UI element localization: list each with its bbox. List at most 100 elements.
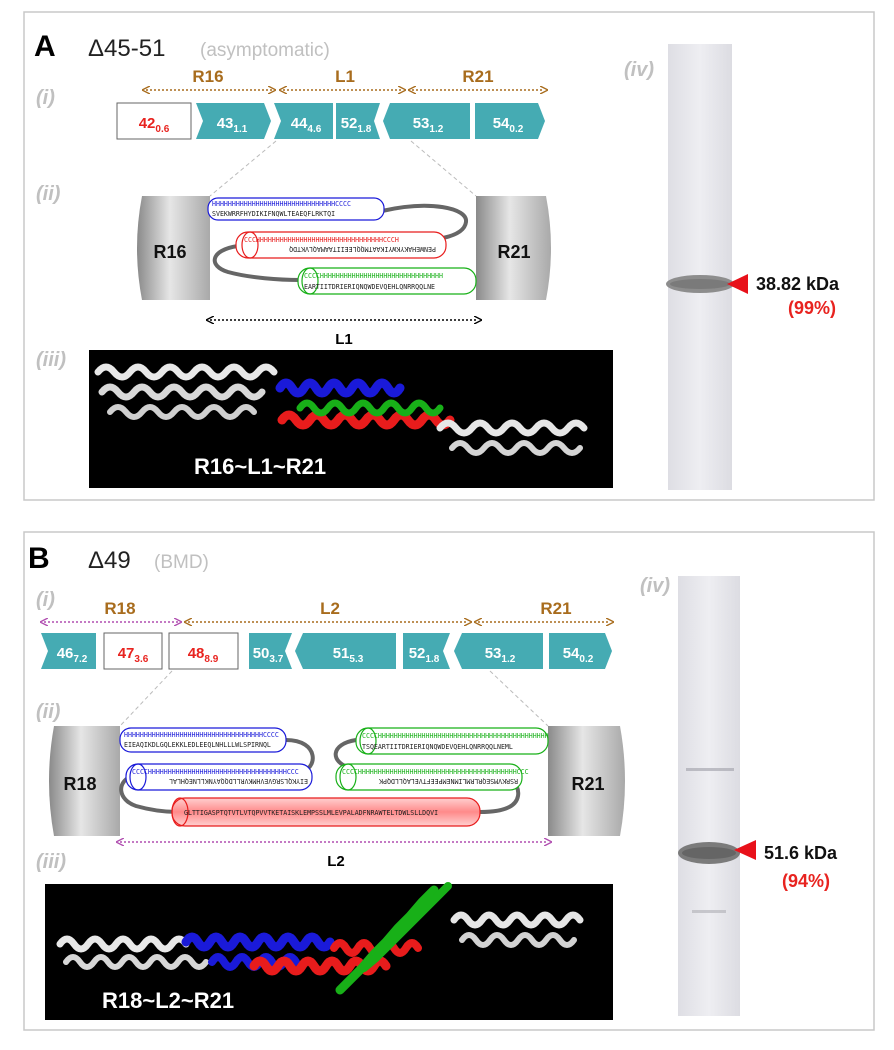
structure-a: R16~L1~R21	[89, 350, 613, 488]
helix-a-blue-ss: HHHHHHHHHHHHHHHHHHHHHHHHHHHHHHHCCCC	[212, 200, 351, 208]
exon-number: 48	[188, 645, 205, 662]
gel-a: 38.82 kDa (99%)	[666, 44, 840, 490]
exon-subscript: 0.6	[155, 124, 169, 135]
row-label-b-iv: (iv)	[640, 575, 670, 597]
row-label-ii: (ii)	[36, 183, 61, 205]
svg-text:540.2: 540.2	[563, 645, 594, 665]
region-label-r18: R18	[104, 599, 135, 618]
svg-text:503.7: 503.7	[253, 645, 284, 665]
panel-b-title: Δ49	[88, 547, 131, 574]
row-label-b-i: (i)	[36, 589, 55, 611]
exon-subscript: 1.2	[429, 124, 443, 135]
exon-subscript: 3.7	[269, 654, 283, 665]
region-label-r21-b: R21	[540, 599, 571, 618]
exon-52: 521.8	[336, 103, 380, 139]
exon-44: 444.6	[274, 103, 333, 139]
exon-subscript: 8.9	[204, 654, 218, 665]
connector-right	[410, 140, 477, 197]
exon-subscript: 1.8	[425, 654, 439, 665]
helix-a-green-seq: EARTIITDRIERIQNQWDEVQEHLQNRRQQLNE	[304, 283, 435, 291]
repeat-r18: R18	[49, 726, 120, 836]
region-label-r21: R21	[462, 67, 493, 86]
helix-b-blue-2-seq: EIYKQLSRGVEVHMKVRLLDQQAYNKLLNEQHLAL	[169, 777, 308, 785]
exon-number: 53	[413, 115, 430, 132]
connector-left	[209, 140, 277, 197]
helix-a-red-seq: PENWEHAKYKWYIKAATMQQLEEIITAAMAQLVKTDQ	[289, 245, 436, 253]
band-purity-a: (99%)	[788, 298, 836, 318]
helix-b-blue-1-ss: HHHHHHHHHHHHHHHHHHHHHHHHHHHHHHHHHHHCCCC	[124, 731, 279, 739]
exon-subscript: 5.3	[349, 654, 363, 665]
band-purity-b: (94%)	[782, 871, 830, 891]
exon-number: 47	[118, 645, 135, 662]
exon-subscript: 1.8	[357, 124, 371, 135]
row-label-b-ii: (ii)	[36, 701, 61, 723]
svg-text:488.9: 488.9	[188, 645, 219, 665]
helix-b-blue-1: HHHHHHHHHHHHHHHHHHHHHHHHHHHHHHHHHHHCCCC …	[119, 727, 287, 753]
exon-number: 53	[485, 645, 502, 662]
structure-b-label: R18~L2~R21	[102, 988, 234, 1013]
svg-text:540.2: 540.2	[493, 115, 524, 135]
svg-text:473.6: 473.6	[118, 645, 149, 665]
exon-50: 503.7	[249, 633, 292, 669]
structure-a-label: R16~L1~R21	[194, 454, 326, 479]
exon-46: 467.2	[41, 633, 96, 669]
repeat-r16-label: R16	[153, 242, 186, 262]
exon-53-b: 531.2	[454, 633, 543, 669]
band-arrow-a	[727, 274, 748, 294]
linker-label-l2: L2	[327, 853, 345, 870]
exon-51: 515.3	[295, 633, 396, 669]
exon-subscript: 1.1	[233, 124, 247, 135]
connector-b-right	[489, 670, 549, 727]
exon-number: 42	[139, 115, 156, 132]
loop-b2	[119, 774, 179, 814]
panel-b-letter: B	[28, 542, 50, 575]
exon-number: 43	[217, 115, 234, 132]
exon-54: 540.2	[475, 103, 545, 139]
exon-subscript: 4.6	[307, 124, 321, 135]
helix-b-green-1-seq: TSQEARTIITDRIERIQNQWDEVQEHLQNRRQQLNEML	[362, 743, 513, 751]
exon-number: 54	[493, 115, 510, 132]
svg-text:515.3: 515.3	[333, 645, 364, 665]
helix-b-green-1-ss: CCCCHHHHHHHHHHHHHHHHHHHHHHHHHHHHHHHHHHHH…	[362, 732, 549, 740]
repeat-r21-label: R21	[497, 242, 530, 262]
band-mw-b: 51.6 kDa	[764, 843, 838, 863]
exon-subscript: 1.2	[501, 654, 515, 665]
svg-text:521.8: 521.8	[409, 645, 440, 665]
exon-47: 473.6	[103, 632, 163, 670]
connector-b-left	[119, 670, 173, 727]
helix-b-red: GLTTIGASPTQTVTLVTQPVVTKETAISKLEMPSSLMLEV…	[171, 797, 481, 827]
region-label-l1: L1	[335, 67, 355, 86]
helix-a-green-ss: CCCCHHHHHHHHHHHHHHHHHHHHHHHHHHHHHHH	[304, 272, 443, 280]
helix-b-red-seq: GLTTIGASPTQTVTLVTQPVVTKETAISKLEMPSSLMLEV…	[184, 809, 438, 817]
helix-a-green: CCCCHHHHHHHHHHHHHHHHHHHHHHHHHHHHHHH EART…	[297, 267, 477, 295]
exon-subscript: 7.2	[73, 654, 87, 665]
exon-number: 44	[291, 115, 308, 132]
svg-text:531.2: 531.2	[413, 115, 444, 135]
exon-48: 488.9	[168, 632, 239, 670]
exon-43: 431.1	[196, 103, 271, 139]
repeat-r21-b-label: R21	[571, 774, 604, 794]
svg-text:521.8: 521.8	[341, 115, 372, 135]
helix-a-blue: HHHHHHHHHHHHHHHHHHHHHHHHHHHHHHHCCCC SVEK…	[207, 197, 385, 221]
panel-a-title-note: (asymptomatic)	[200, 40, 330, 61]
panel-b-title-note: (BMD)	[154, 552, 209, 573]
helix-b-green-2: CCCCHHHHHHHHHHHHHHHHHHHHHHHHHHHHHHHHHHHH…	[335, 763, 529, 791]
row-label-i: (i)	[36, 87, 55, 109]
exon-number: 51	[333, 645, 350, 662]
helix-a-red: CCCHHHHHHHHHHHHHHHHHHHHHHHHHHHHHHHHCCCH …	[235, 231, 447, 259]
linker-label-l1: L1	[335, 331, 353, 348]
panel-b: B Δ49 (BMD) (i) (ii) (iii) (iv) R18 L2 R…	[23, 531, 875, 1031]
svg-text:467.2: 467.2	[57, 645, 88, 665]
region-label-r16: R16	[192, 67, 223, 86]
repeat-r21-b: R21	[548, 726, 625, 836]
exon-number: 46	[57, 645, 74, 662]
exon-subscript: 3.6	[134, 654, 148, 665]
svg-text:444.6: 444.6	[291, 115, 322, 135]
band-mw-a: 38.82 kDa	[756, 274, 840, 294]
exon-subscript: 0.2	[579, 654, 593, 665]
row-label-iii: (iii)	[36, 349, 66, 371]
helix-b-green-2-ss: CCCCHHHHHHHHHHHHHHHHHHHHHHHHHHHHHHHHHHHH…	[342, 768, 529, 776]
exon-number: 50	[253, 645, 270, 662]
row-label-iv: (iv)	[624, 59, 654, 81]
